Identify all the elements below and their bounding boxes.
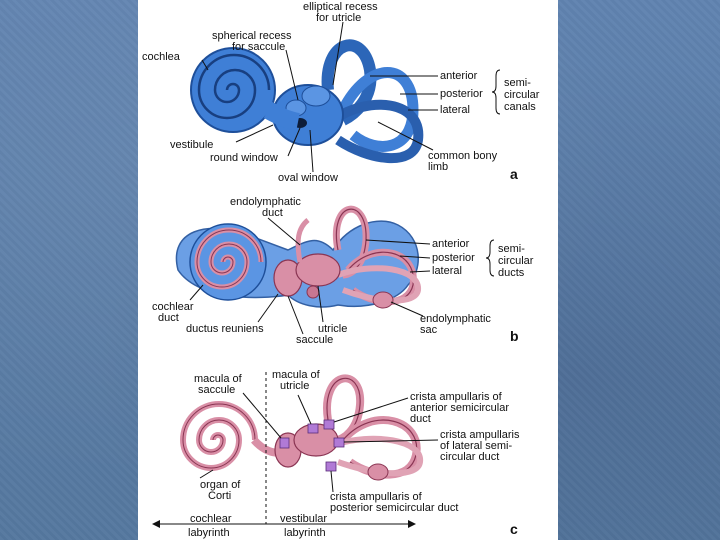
label-common-limb-1: common bony — [428, 150, 498, 162]
label-lateral-canal: lateral — [440, 104, 470, 116]
label-utricle: utricle — [318, 323, 347, 335]
label-canals-3: canals — [504, 101, 536, 113]
endolymphatic-sac — [372, 291, 394, 309]
inner-ear-diagram: elliptical recess for utricle spherical … — [142, 1, 540, 539]
label-organ-corti-2: Corti — [208, 490, 231, 502]
label-spherical-recess-2: for saccule — [232, 41, 285, 53]
label-ducts-2: circular — [498, 255, 534, 267]
label-crista-anterior-2: anterior semicircular — [410, 402, 509, 414]
crista-anterior-patch — [323, 419, 335, 430]
label-oval-window: oval window — [278, 172, 338, 184]
utricle — [295, 253, 341, 287]
crista-lateral-patch — [333, 437, 345, 448]
label-canals-1: semi- — [504, 77, 531, 89]
label-elliptical-recess-1: elliptical recess — [303, 1, 378, 13]
label-ductus-reuniens: ductus reuniens — [186, 323, 264, 335]
label-crista-lateral-3: circular duct — [440, 451, 499, 463]
label-macula-saccule-1: macula of — [194, 373, 243, 385]
label-cochlear-labyrinth-1: cochlear — [190, 513, 232, 525]
label-cochlear-duct-1: cochlear — [152, 301, 194, 313]
label-macula-utricle-1: macula of — [272, 369, 321, 381]
panel-b-membranous-labyrinth: endolymphatic duct anterior posterior la… — [152, 196, 534, 346]
label-organ-corti-1: organ of — [200, 479, 241, 491]
label-common-limb-2: limb — [428, 161, 448, 173]
label-vestibule: vestibule — [170, 139, 213, 151]
panel-c-sensory-regions: macula of saccule macula of utricle cris… — [152, 369, 520, 539]
cochlea-shell — [190, 47, 276, 133]
label-ducts-1: semi- — [498, 243, 525, 255]
cochlea-spiral — [197, 53, 271, 120]
label-posterior-duct: posterior — [432, 252, 475, 264]
label-vestibular-labyrinth-1: vestibular — [280, 513, 327, 525]
label-canals-2: circular — [504, 89, 540, 101]
label-lateral-duct: lateral — [432, 265, 462, 277]
label-crista-anterior-1: crista ampullaris of — [410, 391, 503, 403]
panel-c-letter: c — [510, 521, 518, 537]
crista-posterior-patch — [325, 461, 337, 472]
label-macula-saccule-2: saccule — [198, 384, 235, 396]
panel-a-bony-labyrinth: elliptical recess for utricle spherical … — [142, 1, 540, 184]
label-spherical-recess-1: spherical recess — [212, 30, 292, 42]
label-cochlear-duct-2: duct — [158, 312, 179, 324]
label-anterior-canal: anterior — [440, 70, 478, 82]
label-anterior-duct: anterior — [432, 238, 470, 250]
label-posterior-canal: posterior — [440, 88, 483, 100]
label-crista-anterior-3: duct — [410, 413, 431, 425]
label-ducts-3: ducts — [498, 267, 525, 279]
label-endolymphatic-sac-2: sac — [420, 324, 438, 336]
panel-b-letter: b — [510, 328, 519, 344]
label-endolymphatic-duct-1: endolymphatic — [230, 196, 301, 208]
label-endolymphatic-sac-1: endolymphatic — [420, 313, 491, 325]
label-elliptical-recess-2: for utricle — [316, 12, 361, 24]
label-crista-posterior-2: posterior semicircular duct — [330, 502, 458, 514]
macula-saccule-patch — [279, 437, 290, 449]
label-macula-utricle-2: utricle — [280, 380, 309, 392]
endolymphatic-duct — [295, 218, 310, 263]
label-crista-lateral-1: crista ampullaris — [440, 429, 520, 441]
label-endolymphatic-duct-2: duct — [262, 207, 283, 219]
label-saccule: saccule — [296, 334, 333, 346]
macula-utricle-patch — [307, 423, 319, 434]
label-crista-posterior-1: crista ampullaris of — [330, 491, 423, 503]
inner-ear-figure: elliptical recess for utricle spherical … — [138, 0, 558, 540]
label-vestibular-labyrinth-2: labyrinth — [284, 527, 326, 539]
panel-a-letter: a — [510, 166, 518, 182]
label-crista-lateral-2: of lateral semi- — [440, 440, 512, 452]
label-cochlea: cochlea — [142, 51, 181, 63]
lateral-canal — [330, 99, 424, 164]
label-cochlear-labyrinth-2: labyrinth — [188, 527, 230, 539]
label-round-window: round window — [210, 152, 278, 164]
